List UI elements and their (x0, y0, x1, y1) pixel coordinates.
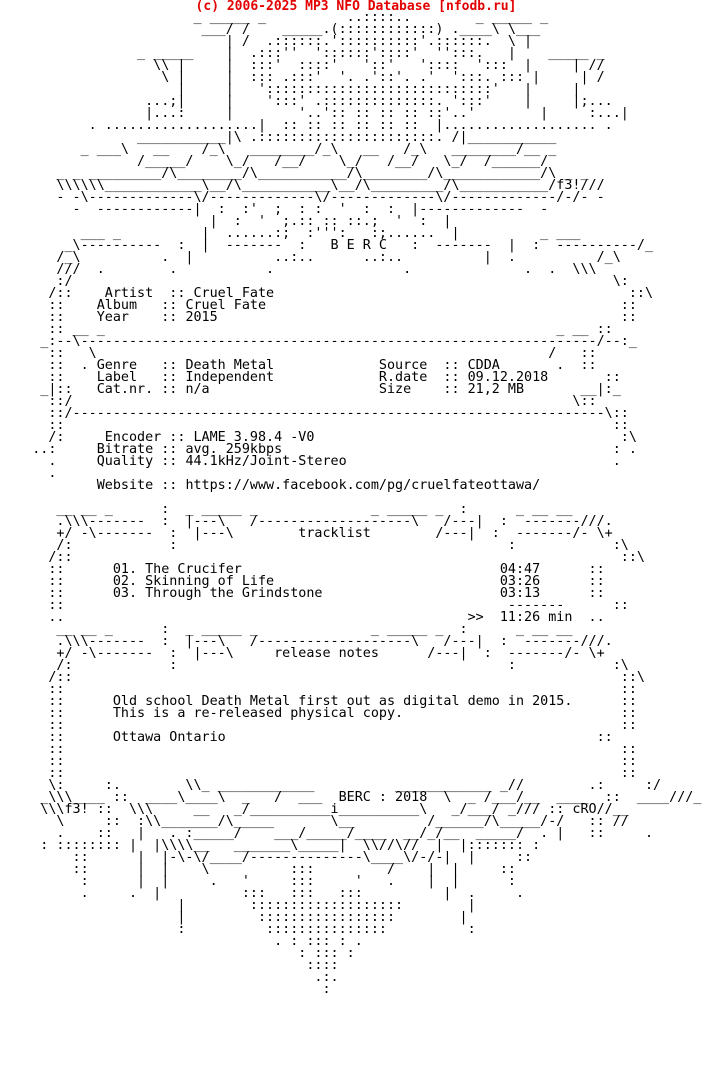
bitrate-value: avg. 259kbps (185, 442, 283, 457)
track-2-title: Skinning of Life (145, 574, 275, 589)
nfodb-banner-link[interactable]: (c) 2006-2025 MP3 NFO Database [nfodb.ru… (195, 0, 517, 14)
notes-line-3: Ottawa Ontario (112, 730, 226, 745)
nfodb-banner[interactable]: (c) 2006-2025 MP3 NFO Database [nfodb.ru… (0, 0, 712, 13)
nfo-document: _ _____ _ ..::::.. _ _____ _ ___/ / ____… (0, 12, 712, 996)
album-value: Cruel Fate (185, 298, 267, 313)
artist-value: Cruel Fate (193, 286, 275, 301)
track-2-time: 03:26 (499, 574, 541, 589)
website-link[interactable]: https://www.facebook.com/pg/cruelfateott… (185, 478, 541, 493)
track-3-number: 03. (112, 586, 138, 601)
track-3-title: Through the Grindstone (145, 586, 323, 601)
footer-credit-right: cRO (572, 802, 597, 817)
track-3-time: 03:13 (499, 586, 541, 601)
ascii-logo-art: _ _____ _ ..::::.. _ _____ _ ___/ / ____… (56, 12, 629, 253)
footer-year: 2018 (395, 790, 428, 805)
footer-credit-left: f3! (64, 802, 89, 817)
ascii-logo-art-2: : ------- | : ----------/_ /_\ . | ..:..… (48, 238, 654, 301)
track-1-title: The Crucifer (145, 562, 242, 577)
notes-line-1: Old school Death Metal first out as digi… (112, 694, 573, 709)
genre-value: Death Metal (185, 358, 275, 373)
release-notes-heading: release notes (274, 646, 379, 661)
total-time: 11:26 min (499, 610, 573, 625)
footer-group: BERC (338, 790, 371, 805)
track-2-number: 02. (112, 574, 138, 589)
tracklist-heading: tracklist (298, 526, 371, 541)
encoder-value: LAME 3.98.4 -V0 (193, 430, 315, 445)
track-1-time: 04:47 (499, 562, 541, 577)
size-value: 21,2 MB (467, 382, 525, 397)
label-value: Independent (185, 370, 275, 385)
group-name: B E R C (330, 238, 387, 253)
notes-line-2: This is a re-released physical copy. (112, 706, 404, 721)
quality-value: 44.1kHz/Joint-Stereo (185, 454, 347, 469)
catnr-value: n/a (185, 382, 210, 397)
rdate-value: 09.12.2018 (467, 370, 549, 385)
source-value: CDDA (467, 358, 500, 373)
track-1-number: 01. (112, 562, 138, 577)
year-value: 2015 (185, 310, 218, 325)
